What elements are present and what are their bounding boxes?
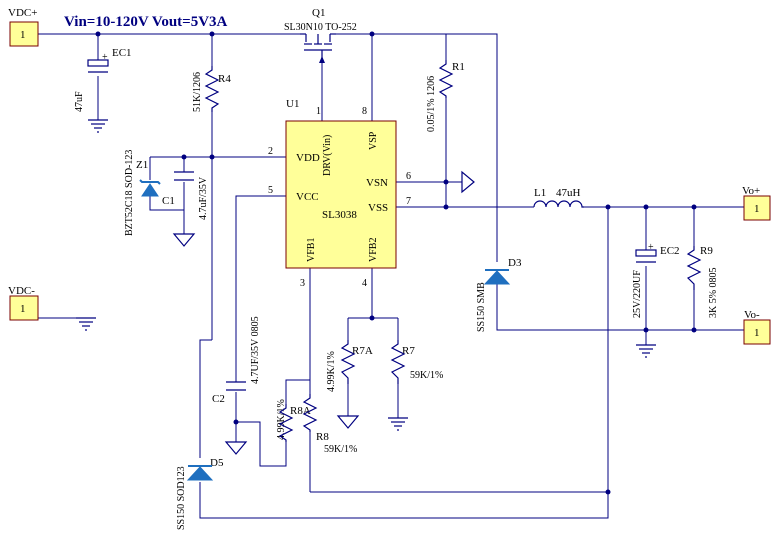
d5-value: SS150 SOD123: [176, 466, 187, 530]
r8-ref: R8: [316, 431, 329, 443]
junctions: [95, 31, 697, 495]
inductor-l1: L1 47uH: [533, 187, 584, 208]
port-vo-plus: Vo+ 1: [742, 185, 771, 221]
ic-pin-number-4: 4: [362, 278, 367, 289]
ground-icon: [88, 119, 108, 133]
r1-value: 0.05/1% 1206: [426, 76, 437, 132]
circuit-title: Vin=10-120V Vout=5V3A: [64, 14, 228, 30]
resistor-r7: R7 59K/1%: [388, 340, 443, 431]
port-vdc-minus: VDC- 1: [8, 285, 39, 321]
ic-pin-vfb2: VFB2: [368, 238, 379, 262]
z1-ref: Z1: [136, 159, 148, 171]
port-vo-plus-label: Vo+: [742, 185, 760, 197]
ic-pin-number-6: 6: [406, 171, 411, 182]
ic-pin-drv: DRV(Vin): [322, 135, 333, 176]
sense-arrow-icon: [461, 170, 475, 194]
c2-ref: C2: [212, 393, 225, 405]
ic-pin-vss: VSS: [368, 202, 388, 214]
ec2-value: 25V/220UF: [632, 270, 643, 318]
r8-value: 59K/1%: [324, 444, 357, 455]
ic-pin-vcc: VCC: [296, 191, 319, 203]
resistor-r1: R1 0.05/1% 1206: [426, 60, 465, 132]
capacitor-ec2: EC2 25V/220UF +: [632, 242, 680, 358]
ic-pin-number-7: 7: [406, 196, 411, 207]
c1-ref: C1: [162, 195, 175, 207]
r7-ref: R7: [402, 345, 415, 357]
z1-value: BZT52C18 SOD-123: [124, 150, 135, 236]
ic-pin-vfb1: VFB1: [306, 238, 317, 262]
c2-value: 4.7UF/35V 0805: [250, 316, 261, 384]
ic-u1: U1 VDD VCC VSN VSS SL3038 DRV(Vin) VSP V…: [268, 98, 411, 289]
capacitor-c2: C2 4.7UF/35V 0805: [212, 316, 261, 455]
r9-value: 3K 5% 0805: [708, 267, 719, 318]
ec2-ref: EC2: [660, 245, 680, 257]
ec1-value: 47uF: [74, 91, 85, 112]
ic-pin-number-1: 1: [316, 106, 321, 117]
l1-value: 47uH: [556, 187, 581, 199]
resistor-r4: R4 51K/1206: [192, 66, 231, 112]
r8a-value: 4.99K/1%: [276, 399, 287, 440]
ic-pin-vsp: VSP: [368, 131, 379, 150]
r4-ref: R4: [218, 73, 231, 85]
q1-ref: Q1: [312, 7, 325, 19]
capacitor-c1: C1 4.7uF/35V: [162, 171, 209, 247]
port-vdc-plus: VDC+ 1: [8, 7, 39, 47]
port-vdc-plus-pin: 1: [20, 29, 26, 41]
diode-d3: D3 SS150 SMB: [476, 257, 522, 332]
mosfet-q1: Q1 SL30N10 TO-252: [284, 7, 357, 63]
port-vdc-minus-pin: 1: [20, 303, 26, 315]
r8a-ref: R8A: [290, 405, 311, 417]
r4-value: 51K/1206: [192, 72, 203, 112]
r7-value: 59K/1%: [410, 370, 443, 381]
port-vo-minus-label: Vo-: [744, 309, 760, 321]
ground-icon: [76, 317, 96, 331]
resistor-r8a: R8A 4.99K/1%: [276, 399, 311, 442]
d3-value: SS150 SMB: [476, 282, 487, 332]
ground-icon: [172, 233, 196, 247]
q1-value: SL30N10 TO-252: [284, 22, 357, 33]
r7a-ref: R7A: [352, 345, 373, 357]
resistor-r8: R8 59K/1%: [302, 394, 357, 455]
ground-icon: [336, 415, 360, 429]
svg-text:+: +: [648, 242, 654, 253]
ic-pin-number-8: 8: [362, 106, 367, 117]
ic-part-name: SL3038: [322, 209, 357, 221]
ground-icon: [636, 344, 656, 358]
ic-pin-vsn: VSN: [366, 177, 388, 189]
ic-pin-number-2: 2: [268, 146, 273, 157]
svg-text:+: +: [102, 52, 108, 63]
c1-value: 4.7uF/35V: [198, 176, 209, 220]
r1-ref: R1: [452, 61, 465, 73]
port-vdc-plus-label: VDC+: [8, 7, 37, 19]
resistor-r7a: R7A 4.99K/1%: [326, 340, 373, 429]
port-vo-minus-pin: 1: [754, 327, 760, 339]
ic-pin-vdd: VDD: [296, 152, 320, 164]
port-vo-minus: Vo- 1: [743, 309, 771, 345]
resistor-r9: R9 3K 5% 0805: [686, 245, 719, 318]
port-vdc-minus-label: VDC-: [8, 285, 35, 297]
ic-ref: U1: [286, 98, 299, 110]
capacitor-ec1: EC1 47uF +: [74, 47, 132, 133]
d3-ref: D3: [508, 257, 522, 269]
ic-pin-number-5: 5: [268, 185, 273, 196]
l1-ref: L1: [534, 187, 546, 199]
d5-ref: D5: [210, 457, 224, 469]
ground-icon: [224, 441, 248, 455]
ec1-ref: EC1: [112, 47, 132, 59]
r7a-value: 4.99K/1%: [326, 351, 337, 392]
wires: [38, 33, 744, 519]
port-vo-plus-pin: 1: [754, 203, 760, 215]
ic-pin-number-3: 3: [300, 278, 305, 289]
ground-icon: [388, 417, 408, 431]
zener-z1: Z1 BZT52C18 SOD-123: [124, 150, 161, 236]
r9-ref: R9: [700, 245, 713, 257]
diode-d5: D5 SS150 SOD123: [176, 457, 224, 530]
